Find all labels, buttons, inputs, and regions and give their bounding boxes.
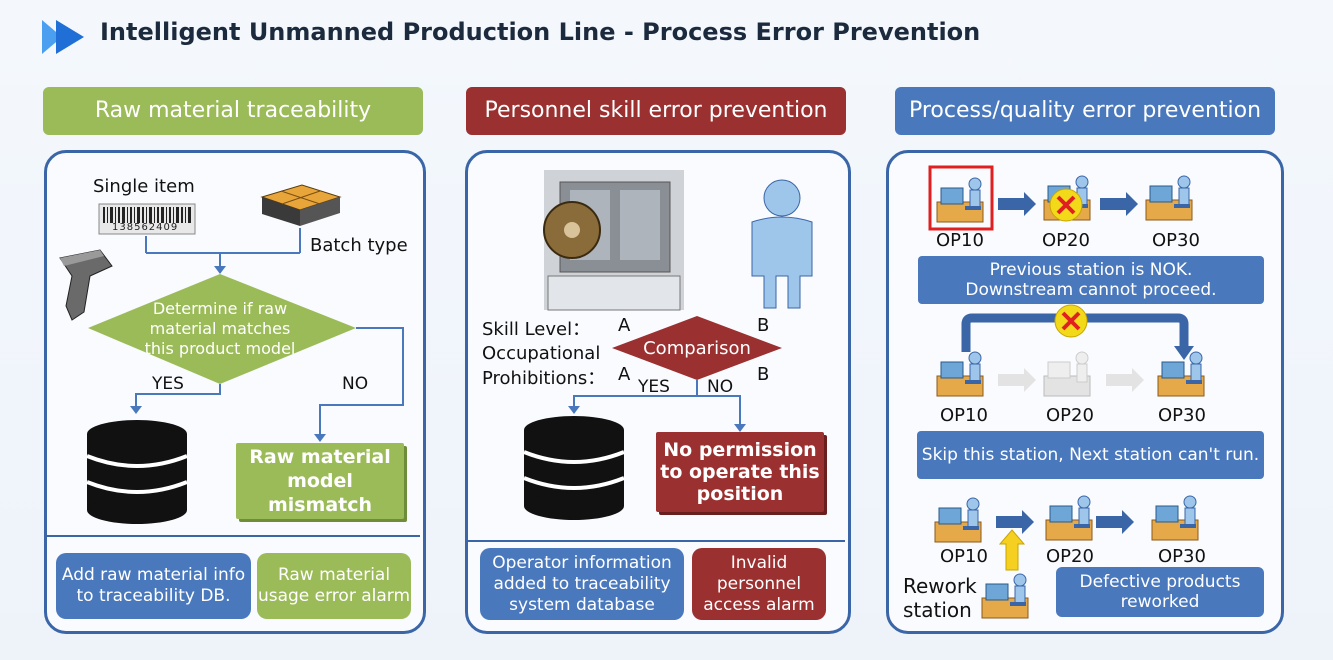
database-icon [86, 420, 188, 524]
workstation-op30-icon-2 [1157, 351, 1205, 397]
workstation-op10-icon [936, 177, 984, 223]
workstation-op30-icon-3 [1151, 495, 1199, 541]
decision-diamond [88, 274, 356, 384]
op20-label-3: OP20 [1046, 546, 1094, 567]
material-mismatch-box: Raw material model mismatch [236, 443, 404, 519]
yes-label-2: YES [638, 377, 670, 397]
skip-message-box: Skip this station, Next station can't ru… [917, 431, 1264, 479]
workstation-op10-icon-3 [934, 497, 982, 543]
skill-b-label: B [757, 315, 770, 336]
panel2-divider [468, 540, 845, 542]
op10-label-2: OP10 [940, 405, 988, 426]
comparison-text: Comparison [643, 338, 751, 359]
operator-info-box: Operator information added to traceabili… [480, 548, 684, 620]
batch-box-icon [260, 184, 342, 226]
skill-level-label: Skill Level： [482, 319, 591, 340]
raw-material-header: Raw material traceability [43, 87, 423, 135]
page-title: Intelligent Unmanned Production Line - P… [100, 18, 981, 46]
workstation-op10-icon-2 [936, 351, 984, 397]
database-icon-2 [523, 416, 625, 520]
no-permission-box: No permission to operate this position [656, 432, 824, 512]
yes-label: YES [152, 374, 184, 394]
batch-type-label: Batch type [310, 235, 408, 256]
op20-label: OP20 [1042, 230, 1090, 251]
rework-station-icon [981, 573, 1029, 619]
prohibitions-a-label: A [618, 364, 631, 385]
rework-label-line1: Rework [903, 574, 977, 598]
personnel-skill-header: Personnel skill error prevention [466, 87, 846, 135]
barcode-icon [98, 203, 196, 235]
barcode-scanner-icon [59, 249, 113, 321]
rework-label-line2: station [903, 598, 972, 622]
no-label: NO [342, 374, 369, 394]
no-label-2: NO [707, 377, 734, 397]
prohibitions-b-label: B [757, 364, 770, 385]
single-item-label: Single item [93, 176, 195, 197]
op20-label-2: OP20 [1046, 405, 1094, 426]
op10-label: OP10 [936, 230, 984, 251]
op30-label-2: OP30 [1158, 405, 1206, 426]
add-info-box: Add raw material info to traceability DB… [56, 553, 251, 619]
rework-station-label: Rework station [903, 574, 977, 622]
comparison-diamond [612, 316, 782, 380]
panel1-divider [47, 535, 420, 537]
machine-icon [543, 170, 684, 311]
workstation-op30-icon [1145, 175, 1193, 221]
nok-message-box: Previous station is NOK. Downstream cann… [918, 256, 1264, 304]
skill-a-label: A [618, 315, 631, 336]
invalid-access-alarm-box: Invalid personnel access alarm [692, 548, 826, 620]
defective-reworked-box: Defective products reworked [1056, 567, 1264, 617]
nok-highlight-frame [928, 165, 994, 231]
decision-text: Determine if raw material matches this p… [144, 299, 296, 358]
operator-person-icon [751, 179, 813, 309]
play-arrow-logo-icon [42, 20, 84, 54]
op30-label-3: OP30 [1158, 546, 1206, 567]
op30-label: OP30 [1152, 230, 1200, 251]
prohibitions-label: Prohibitions： [482, 368, 606, 389]
workstation-op20-skipped-icon [1043, 351, 1091, 397]
op10-label-3: OP10 [940, 546, 988, 567]
nok-message-line2: Downstream cannot proceed. [965, 280, 1217, 300]
usage-alarm-box: Raw material usage error alarm [257, 553, 411, 619]
occupational-label: Occupational [482, 343, 601, 364]
barcode-number: 138562409 [112, 222, 179, 233]
workstation-op20-icon-3 [1045, 495, 1093, 541]
nok-message-line1: Previous station is NOK. [989, 260, 1193, 280]
process-quality-header: Process/quality error prevention [895, 87, 1275, 135]
